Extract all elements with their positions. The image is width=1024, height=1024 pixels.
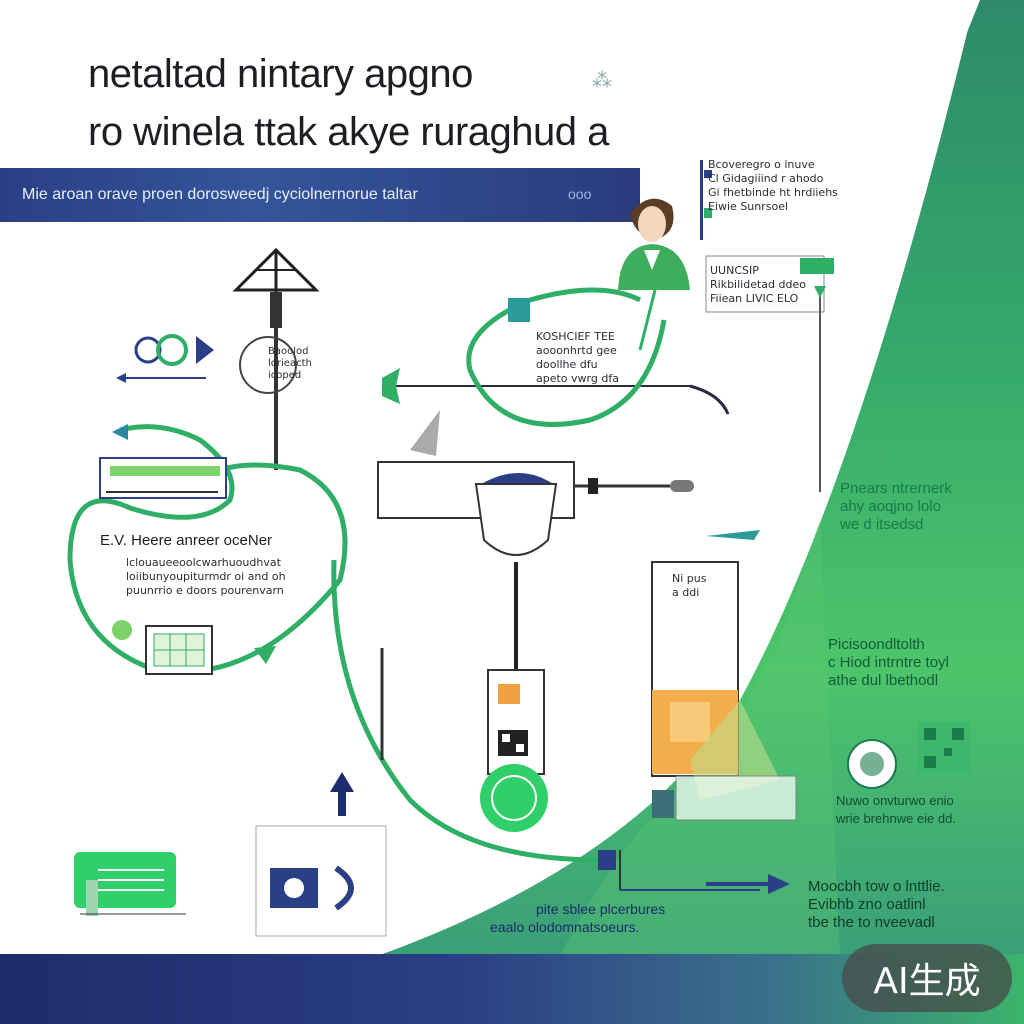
right-block-1: Pnears ntrernerk ahy aoqjno lolo we d it… [840,480,952,534]
white-wedge [920,0,980,150]
green-panel [380,0,1024,955]
right-line: we d itsedsd [840,516,924,533]
right-line: tbe the to nveevadl [808,914,935,931]
right-line: c Hiod intrntre toyl [828,654,949,671]
middle-line: KOSHCIEF TEE [536,330,615,343]
badge-icon [847,739,897,789]
heater-label: E.V. Heere anreer oceNer [100,532,273,549]
heater-unit [99,457,227,499]
ai-generated-badge: AI生成 [842,944,1012,1012]
right-line: athe dul lbethodl [828,672,939,689]
antenna-icon [232,247,320,470]
middle-line: apeto vwrg dfa [536,372,619,385]
title-line-1: netaltad nintary apgno [88,52,473,96]
right-line: Pnears ntrernerk [840,480,952,497]
antenna-notes: Baoolod lorieacth icoped [268,346,312,382]
top-right-notes: Bcoveregro o inuve Cl Gidagiiind r ahodo… [708,158,838,214]
right-block-3: Nuwo onvturwo enio wrie brehnwe eie dd. [836,792,956,828]
qr-code-icon [918,722,970,774]
cabinet-line: Ni pus [672,572,707,585]
middle-notes: KOSHCIEF TEE aooonhrtd gee doollhe dfu a… [536,330,619,386]
right-block-2: Picisoondltolth c Hiod intrntre toyl ath… [828,636,949,690]
legend-notes: UUNCSIP Rikbilidetad ddeo Fiiean LIVIC E… [710,264,806,306]
panel-highlight [560,520,840,955]
meter-device [480,669,548,832]
band-tag: ooo [568,186,592,202]
note-line: Gi fhetbinde ht hrdiiehs [708,186,838,199]
antenna-line: Baoolod [268,346,309,357]
person-icon [618,198,690,290]
legend-line: UUNCSIP [710,264,759,277]
bottom-sweep-arrow [331,559,601,863]
title-line-2: ro winela ttak akye ruraghud a [88,110,609,154]
solar-panel-icon [112,620,213,675]
antenna-line: lorieacth [268,358,312,369]
right-line: wrie brehnwe eie dd. [836,811,956,826]
bottom-caption-line: pite sblee plcerbures [536,901,666,917]
sparkle-icon: ⁂ [592,70,612,92]
storage-cabinet [651,561,797,821]
heater-line: puunrrio e doors pourenvarn [126,584,284,597]
bottom-caption: pite sblee plcerbures eaalo olodomnatsoe… [490,900,665,936]
legend-line: Fiiean LIVIC ELO [710,292,799,305]
cabinet-line: a ddi [672,586,700,599]
right-line: Picisoondltolth [828,636,925,653]
right-line: ahy aoqjno lolo [840,498,941,515]
filter-assembly [377,410,694,672]
loop-logo-icon [116,334,214,383]
left-loop-arrow [67,424,348,675]
top-loop-arrow [466,287,667,427]
bottom-caption-line: eaalo olodomnatsoeurs. [490,919,640,935]
note-line: Bcoveregro o inuve [708,158,815,171]
counter-box [255,825,387,937]
right-line: Moocbh tow o lnttlie. [808,878,945,895]
middle-line: aooonhrtd gee [536,344,617,357]
heater-notes: lclouaueeoolcwarhuoudhvat loiibunyoupitu… [126,556,286,598]
note-line: Eiwie Sunrsoel [708,200,789,213]
band-caption: Mie aroan orave proen dorosweedj cycioln… [22,186,418,203]
legend-card [705,255,834,313]
note-line: Cl Gidagiiind r ahodo [708,172,824,185]
legend-line: Rikbilidetad ddeo [710,278,806,291]
cabinet-notes: Ni pus a ddi [672,572,706,600]
right-block-4: Moocbh tow o lnttlie. Evibhb zno oatlinl… [808,878,945,932]
info-card [74,852,186,916]
heater-line: loiibunyoupiturmdr oi and oh [126,570,286,583]
right-line: Evibhb zno oatlinl [808,896,926,913]
middle-line: doollhe dfu [536,358,598,371]
antenna-line: icoped [268,370,302,381]
header-band [0,168,640,222]
right-line: Nuwo onvturwo enio [836,793,954,808]
heater-line: lclouaueeoolcwarhuoudhvat [126,556,281,569]
